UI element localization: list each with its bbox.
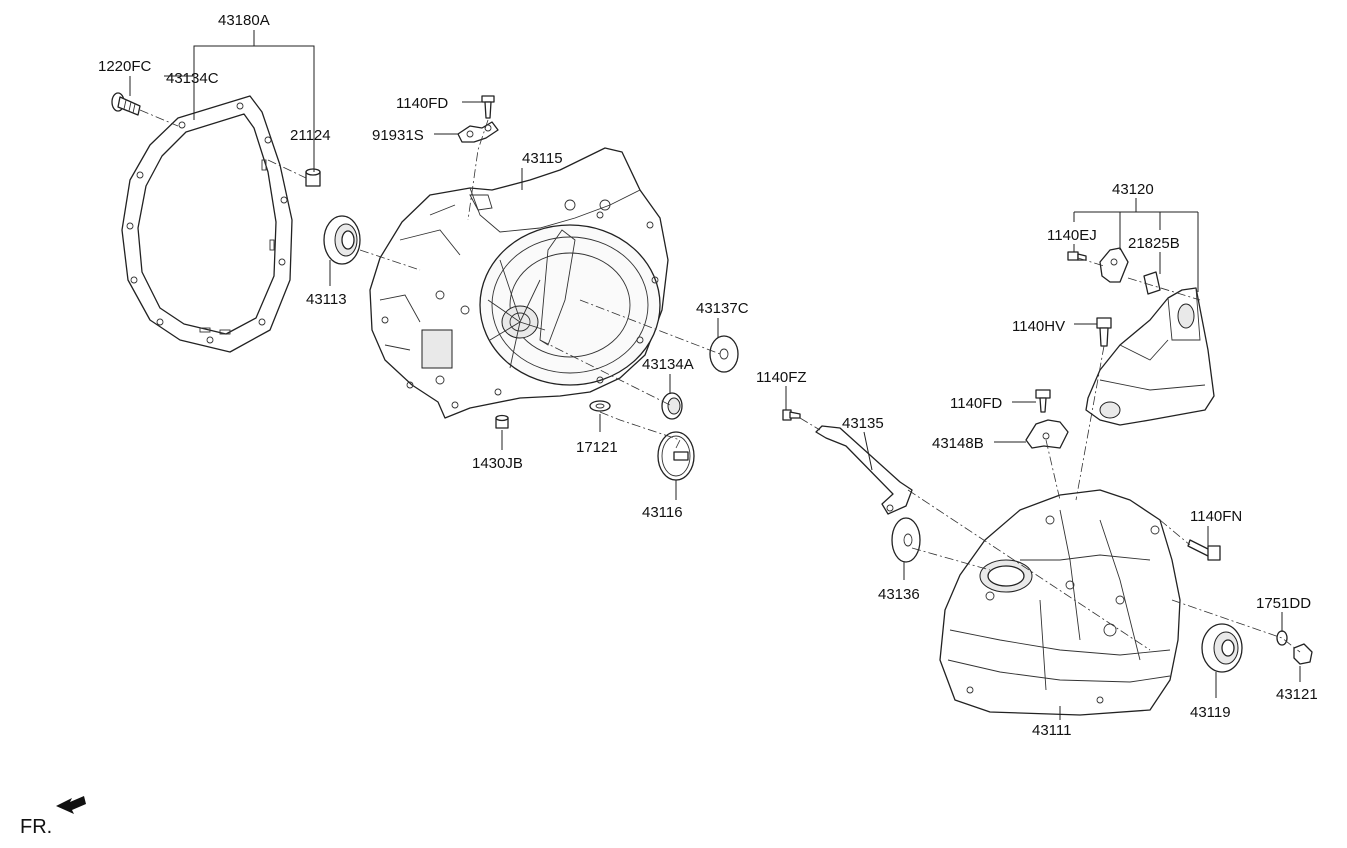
dowel-pin-21124 [305, 168, 321, 187]
front-label: FR. [20, 816, 52, 838]
label-1751DD: 1751DD [1256, 595, 1311, 612]
gasket-43134C [121, 95, 293, 353]
stopper-21825B [1143, 271, 1161, 295]
plug-43121 [1293, 643, 1313, 665]
oil-seal-43134A [661, 392, 683, 420]
cover-43136 [891, 517, 921, 563]
bolt-1140FZ [782, 409, 801, 421]
alignment-lines [139, 109, 1301, 653]
label-43111: 43111 [1032, 722, 1072, 739]
bracket-91931S [457, 121, 499, 143]
bracket-stay-43135 [815, 425, 913, 515]
label-1140FZ: 1140FZ [756, 369, 807, 386]
label-21124: 21124 [290, 127, 331, 144]
label-1430JB: 1430JB [472, 455, 523, 472]
washer-1751DD [1276, 630, 1288, 646]
label-1140EJ: 1140EJ [1047, 227, 1097, 244]
bolt-1140HV [1096, 317, 1112, 347]
label-43135: 43135 [842, 415, 884, 432]
label-43136: 43136 [878, 586, 920, 603]
clutch-housing-43115 [369, 147, 669, 419]
bracket-43148B [1025, 419, 1069, 449]
label-43134C: 43134C [166, 70, 219, 87]
bolt-1220FC [111, 92, 141, 116]
bracket-43120-piece [1099, 247, 1129, 283]
label-43148B: 43148B [932, 435, 984, 452]
bolt-1140FN [1187, 539, 1221, 561]
transmission-case-43111 [939, 489, 1181, 716]
bolt-1140EJ [1067, 251, 1087, 261]
label-1220FC: 1220FC [98, 58, 152, 75]
label-43137C: 43137C [696, 300, 749, 317]
label-1140FD-top: 1140FD [396, 95, 448, 112]
label-43120: 43120 [1112, 181, 1154, 198]
front-arrow-icon [56, 796, 86, 814]
bolt-1140FD-lower [1035, 389, 1051, 413]
label-1140FN: 1140FN [1190, 508, 1242, 525]
mount-bracket-43120 [1085, 287, 1215, 426]
part-labels: 43180A 1220FC 43134C 21124 1140FD 91931S… [98, 12, 1318, 739]
leader-lines [129, 30, 1301, 720]
washer-17121 [589, 400, 611, 412]
label-43115: 43115 [522, 150, 563, 167]
bolt-1140FD-top [481, 95, 495, 119]
front-direction-marker: FR. [20, 796, 86, 838]
label-17121: 17121 [576, 439, 618, 456]
label-1140HV: 1140HV [1012, 318, 1065, 335]
oil-seal-43119 [1201, 623, 1243, 673]
washer-43137C [709, 335, 739, 373]
label-43134A: 43134A [642, 356, 694, 373]
label-21825B: 21825B [1128, 235, 1180, 252]
washer-43116 [657, 431, 695, 481]
label-1140FD-lower: 1140FD [950, 395, 1002, 412]
label-43180A: 43180A [218, 12, 270, 29]
label-43119: 43119 [1190, 704, 1231, 721]
label-43116: 43116 [642, 504, 683, 521]
oil-seal-43113 [323, 215, 361, 265]
plug-1430JB [495, 414, 509, 429]
label-43113: 43113 [306, 291, 347, 308]
label-43121: 43121 [1276, 686, 1318, 703]
label-91931S: 91931S [372, 127, 424, 144]
